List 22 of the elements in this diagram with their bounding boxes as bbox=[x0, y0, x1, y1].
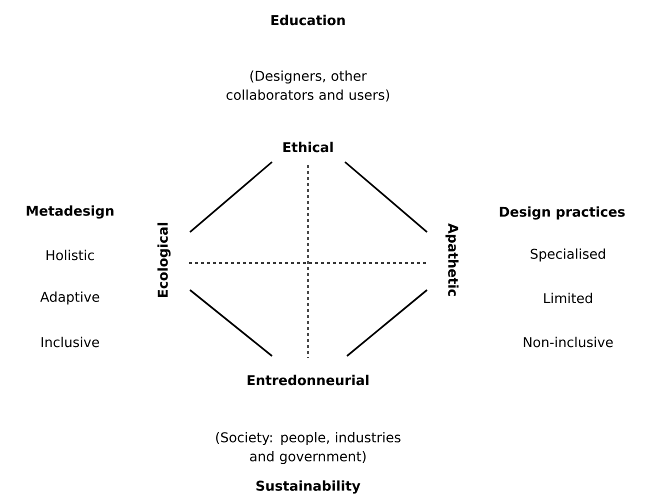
axis-label: Ethical bbox=[283, 142, 333, 152]
list-item: Non-inclusive bbox=[524, 336, 613, 348]
column-heading: Metadesign bbox=[26, 205, 114, 219]
column-heading: Design practices bbox=[500, 206, 625, 220]
connector-line bbox=[344, 161, 428, 233]
list-item: Limited bbox=[544, 292, 592, 304]
connector-line bbox=[307, 165, 309, 358]
connector-line bbox=[189, 161, 273, 233]
heading: Education bbox=[271, 14, 345, 26]
description-text: (Society: people, industries and government) bbox=[216, 432, 400, 464]
list-item: Holistic bbox=[46, 250, 94, 260]
axis-label: Apathetic bbox=[445, 223, 459, 296]
connector-line bbox=[346, 289, 428, 357]
axis-label: Entredonneurial bbox=[248, 374, 368, 386]
list-item: Specialised bbox=[530, 248, 605, 262]
list-item: Adaptive bbox=[40, 291, 100, 305]
axis-label: Ecological bbox=[157, 222, 171, 297]
description-text: (Designers, other collaborators and users) bbox=[226, 70, 390, 102]
list-item: Inclusive bbox=[42, 336, 99, 348]
heading: Sustainability bbox=[256, 480, 360, 494]
connector-line bbox=[189, 262, 428, 264]
connector-line bbox=[189, 289, 273, 357]
